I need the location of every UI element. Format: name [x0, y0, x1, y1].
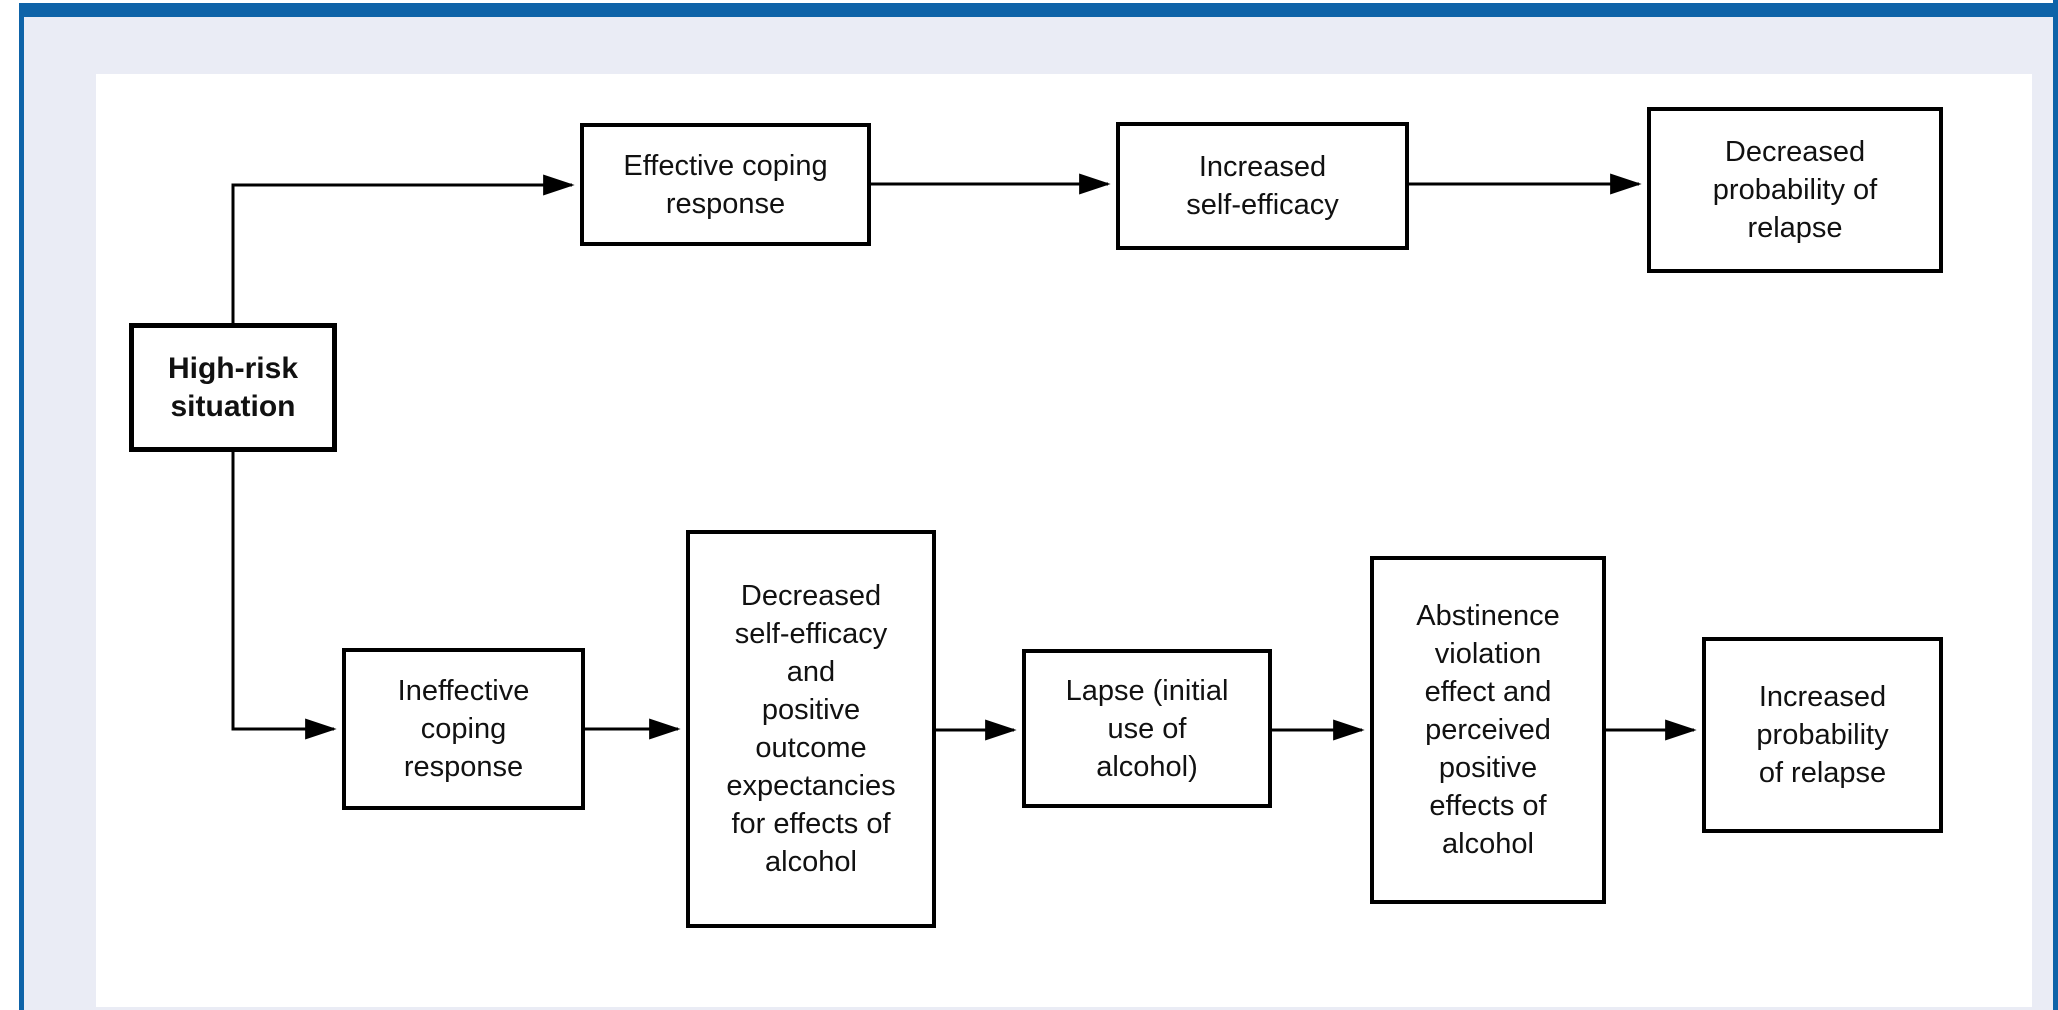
- node-decreased-probability-of-relapse: Decreased probability of relapse: [1647, 107, 1943, 273]
- node-increased-probability-of-relapse: Increased probability of relapse: [1702, 637, 1943, 833]
- node-increased-self-efficacy: Increased self-efficacy: [1116, 122, 1409, 250]
- node-decreased-self-efficacy-expectancies: Decreased self-efficacy and positive out…: [686, 530, 936, 928]
- node-effective-coping-response: Effective coping response: [580, 123, 871, 246]
- node-ineffective-coping-response: Ineffective coping response: [342, 648, 585, 810]
- frame-top-bar: [19, 3, 2058, 17]
- node-high-risk-situation: High-risk situation: [129, 323, 337, 452]
- connector-highrisk-to-effective: [231, 174, 575, 323]
- node-abstinence-violation-effect: Abstinence violation effect and perceive…: [1370, 556, 1606, 904]
- connector-highrisk-to-ineffective: [231, 452, 337, 740]
- frame-right-border: [2053, 0, 2058, 1010]
- frame-left-border: [19, 3, 24, 1010]
- node-lapse-initial-use: Lapse (initial use of alcohol): [1022, 649, 1272, 808]
